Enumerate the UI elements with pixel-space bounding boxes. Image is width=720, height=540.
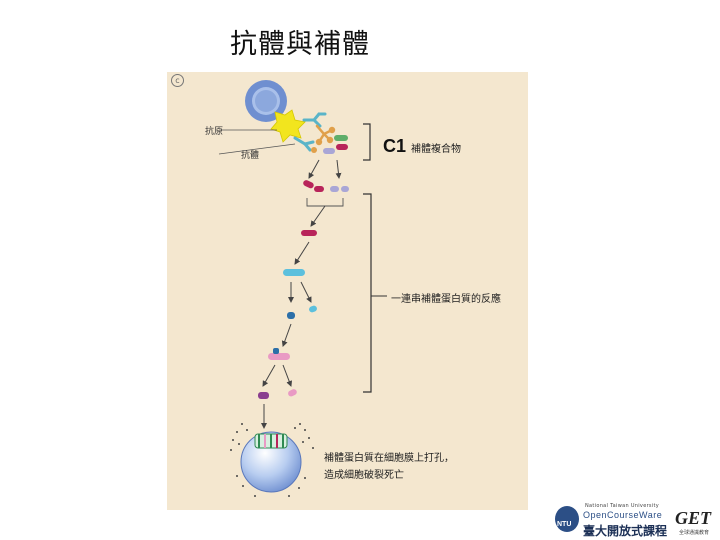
cascade-label: 一連串補體蛋白質的反應 [391,290,501,305]
lysis-label: 補體蛋白質在細胞膜上打孔，造成細胞破裂死亡 [324,450,454,484]
protein-step-2 [301,230,317,236]
ocw-name: OpenCourseWare [583,510,662,520]
c1-label: C1 [383,136,406,157]
protein-step-5 [268,353,290,360]
c1-bracket [363,124,370,160]
cleaved-proteins-1 [302,179,349,192]
c1-complex-label: 補體複合物 [411,140,461,155]
footer-logos: NTU National Taiwan University OpenCours… [555,500,720,540]
c1-complex [311,126,348,154]
antibody-lower [295,138,313,150]
get-subtitle: 全球通識教育 [679,529,709,536]
lysed-cell [230,423,314,497]
cascade-bracket [363,194,371,392]
antigen-label: 抗原 [205,124,223,137]
antibody-label: 抗體 [241,148,259,161]
ntu-mark-text: NTU [557,521,571,528]
ocw-small-text: National Taiwan University [585,503,659,509]
slide-title: 抗體與補體 [230,22,370,61]
antigen-shape [271,110,305,142]
ntu-course-name: 臺大開放式課程 [583,522,667,539]
protein-step-3 [283,269,305,276]
complement-diagram: c [167,72,528,510]
antibody-upper [304,114,325,126]
ntu-logo: NTU [555,506,579,532]
get-logo: GET [675,508,711,529]
